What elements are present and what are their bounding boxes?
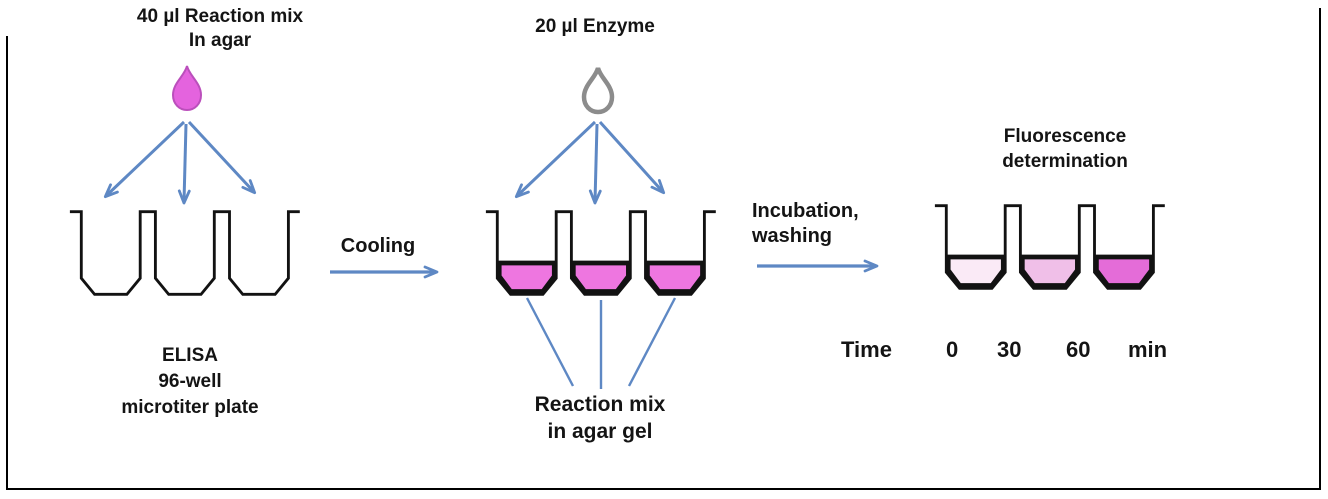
step2-title: 20 µl Enzyme (535, 16, 655, 37)
gel-well (496, 260, 557, 294)
incubation-label-line2: washing (752, 225, 833, 247)
step1-title: 40 µl Reaction mix In agar (70, 5, 370, 53)
step3-title-line2: determination (1002, 151, 1128, 172)
microtiter-plate-with-gel (485, 210, 716, 296)
incubation-label: Incubation, washing (752, 199, 922, 249)
gel-well (645, 260, 705, 294)
gel-caption-line2: in agar gel (547, 420, 653, 443)
gel-well-time-60 (1094, 254, 1154, 288)
dispense-arrow (103, 120, 186, 199)
dispense-arrow (588, 123, 602, 205)
dispense-arrow (187, 120, 257, 195)
step1-title-line1: 40 µl Reaction mix (136, 6, 304, 27)
dispense-arrow (598, 120, 666, 195)
dispense-arrows (103, 120, 257, 205)
time-axis-label: Time (841, 337, 892, 362)
gel-well (570, 260, 631, 294)
step1-title-line2: In agar (188, 30, 252, 51)
microtiter-plate-timecourse (934, 204, 1165, 290)
plate-outline (485, 210, 716, 296)
time-tick-30: 30 (997, 337, 1022, 362)
dispense-arrow (514, 120, 597, 199)
step1-graphics (69, 65, 300, 296)
gel-well-time-30 (1019, 254, 1080, 288)
step2-graphics (485, 67, 716, 389)
reaction-mix-drop-icon (171, 65, 203, 112)
step3-title: Fluorescence determination (955, 124, 1175, 174)
gel-caption-line1: Reaction mix (534, 393, 666, 416)
step3-title-line1: Fluorescence (1003, 126, 1127, 147)
gel-well-time-0 (945, 254, 1006, 288)
plate-caption-line3: microtiter plate (121, 397, 259, 418)
incubation-label-line1: Incubation, (752, 200, 859, 222)
frame-border-bottom (6, 488, 1321, 490)
frame-border-right (1319, 8, 1321, 490)
time-axis-unit: min (1128, 337, 1168, 362)
step3-graphics (934, 204, 1165, 290)
cooling-label: Cooling (340, 235, 416, 257)
gel-pointer-lines (525, 297, 677, 389)
frame-border-left (6, 36, 8, 490)
time-tick-0: 0 (946, 337, 959, 362)
enzyme-drop-icon (581, 67, 615, 115)
pointer-line (525, 297, 575, 387)
plate-caption-line2: 96-well (158, 371, 222, 392)
dispense-arrows (514, 120, 666, 205)
plate-outline (934, 204, 1165, 290)
dispense-arrow (177, 123, 191, 205)
step2-gel-caption: Reaction mix in agar gel (480, 391, 720, 445)
plate-caption-line1: ELISA (162, 345, 218, 366)
step1-plate-caption: ELISA 96-well microtiter plate (75, 343, 305, 421)
microtiter-plate-empty (69, 210, 300, 296)
time-tick-60: 60 (1066, 337, 1091, 362)
pointer-line (627, 297, 677, 387)
plate-outline (69, 210, 300, 296)
